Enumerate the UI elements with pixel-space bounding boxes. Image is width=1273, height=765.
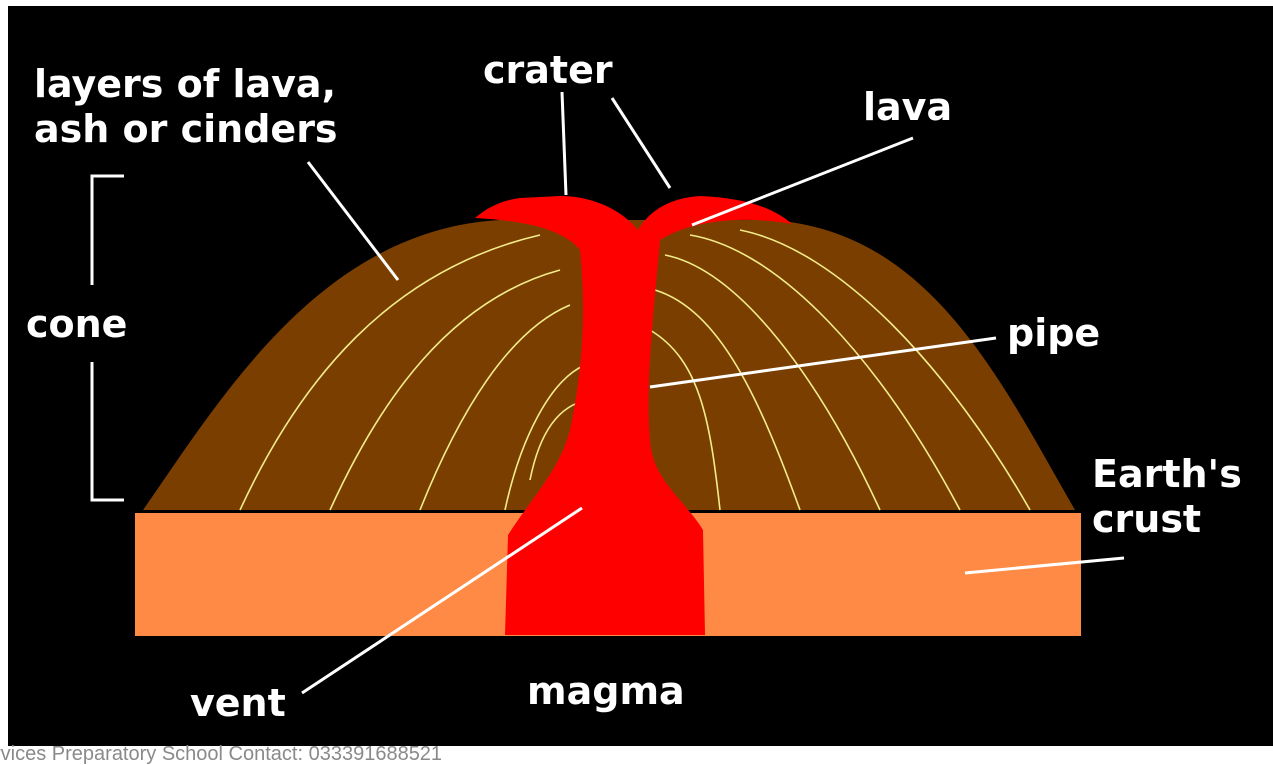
label-cone: cone [26,302,127,346]
label-earths-crust-line2: crust [1092,497,1201,541]
label-earths-crust-line1: Earth's [1092,452,1242,496]
label-magma: magma [527,669,685,713]
label-vent: vent [190,681,286,725]
label-crater: crater [483,48,613,92]
label-layers-line1: layers of lava, [34,62,336,106]
label-lava: lava [863,85,952,129]
label-pipe: pipe [1007,311,1100,355]
label-layers-line2: ash or cinders [34,107,338,151]
footer-contact-text: rvices Preparatory School Contact: 03339… [0,744,442,764]
